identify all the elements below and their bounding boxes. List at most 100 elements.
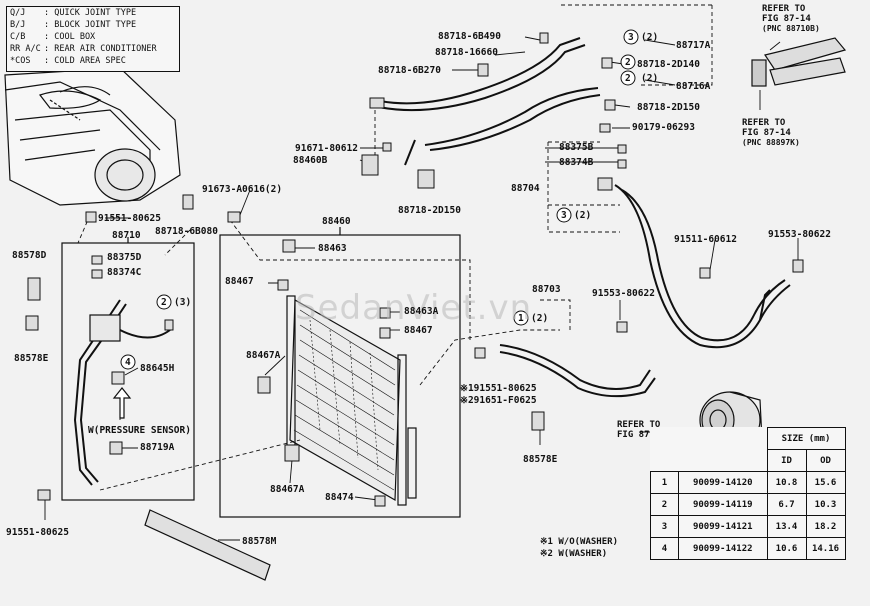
- refer-pnc: (PNC 88710B): [762, 24, 820, 33]
- part-label-88463a[interactable]: 88463A: [404, 306, 439, 317]
- part-label-88467-b[interactable]: 88467: [404, 325, 433, 336]
- row-part: 90099-14120: [678, 471, 768, 494]
- refer-note-2[interactable]: REFER TO FIG 87-14 (PNC 88897K): [742, 118, 800, 148]
- row-part: 90099-14122: [678, 537, 768, 560]
- watermark: SedanViet.vn: [295, 288, 533, 328]
- legend-key: B/J: [10, 20, 26, 30]
- part-label-91671-80612[interactable]: 91671-80612: [295, 143, 358, 154]
- part-label-88718-6b270[interactable]: 88718-6B270: [378, 65, 441, 76]
- legend-text: : QUICK JOINT TYPE: [44, 8, 137, 18]
- seal-88578m: [144, 509, 271, 581]
- part-label-88704[interactable]: 88704: [511, 183, 540, 194]
- part-label-88467-a[interactable]: 88467: [225, 276, 254, 287]
- part-label-88719a[interactable]: 88719A: [140, 442, 175, 453]
- cushion-88578d: [27, 277, 41, 301]
- qty-label: (2): [641, 32, 659, 43]
- refer-line: FIG 87-14: [742, 128, 791, 138]
- legend-text: : COOL BOX: [44, 32, 96, 42]
- part-label-91511-60612[interactable]: 91511-60612: [674, 234, 737, 245]
- table-row: 4 90099-14122 10.6 14.16: [650, 537, 846, 560]
- part-label-90179-06293[interactable]: 90179-06293: [632, 122, 695, 133]
- row-part: 90099-14119: [678, 493, 768, 516]
- circle-num-1-mid: 1: [518, 313, 524, 324]
- part-label-88467a-a[interactable]: 88467A: [246, 350, 281, 361]
- part-label-88718-6b490[interactable]: 88718-6B490: [438, 31, 501, 42]
- part-label-88718-16660[interactable]: 88718-16660: [435, 47, 498, 58]
- part-label-88375b[interactable]: 88375B: [559, 142, 594, 153]
- part-label-88578d[interactable]: 88578D: [12, 250, 47, 261]
- size-circle-3-mid: [556, 207, 572, 223]
- part-label-91673-a0616[interactable]: 91673-A0616(2): [202, 184, 283, 195]
- row-id: 10.6: [766, 537, 807, 560]
- part-label-88375d[interactable]: 88375D: [107, 252, 142, 263]
- small-parts: [25, 32, 804, 507]
- part-label-88578e-left[interactable]: 88578E: [14, 353, 49, 364]
- hose-size-table: SIZE (mm) ID OD 1 90099-14120 10.8 15.6 …: [650, 427, 846, 560]
- row-id: 10.8: [766, 471, 807, 494]
- row-od: 10.3: [805, 493, 846, 516]
- refer-pnc: (PNC 88897K): [742, 138, 800, 147]
- legend-key: RR A/C: [10, 44, 41, 54]
- part-label-88718-2d150-b[interactable]: 88718-2D150: [398, 205, 461, 216]
- row-part: 90099-14121: [678, 515, 768, 538]
- legend-text: : BLOCK JOINT TYPE: [44, 20, 137, 30]
- row-number: 3: [650, 515, 679, 538]
- abbreviation-legend: Q/J: QUICK JOINT TYPE B/J: BLOCK JOINT T…: [6, 6, 180, 72]
- pressure-sensor-label: W(PRESSURE SENSOR): [88, 425, 191, 436]
- table-row: 3 90099-14121 13.4 18.2: [650, 515, 846, 538]
- part-label-91551-80625-c[interactable]: ※191551-80625: [460, 383, 537, 394]
- size-circle-2-left: [156, 294, 172, 310]
- size-table-title: SIZE (mm): [766, 427, 846, 450]
- note-line: ※2 W(WASHER): [540, 549, 608, 559]
- part-label-88578m[interactable]: 88578M: [242, 536, 277, 547]
- refer-line: REFER TO: [617, 420, 661, 430]
- rear-ac-fittings: [751, 37, 847, 87]
- part-label-88474[interactable]: 88474: [325, 492, 354, 503]
- part-label-88460b[interactable]: 88460B: [293, 155, 328, 166]
- row-number: 2: [650, 493, 679, 516]
- vehicle-illustration: [4, 67, 181, 206]
- legend-key: *COS: [10, 56, 31, 66]
- size-col-id: ID: [766, 449, 807, 472]
- part-label-91651-f0625[interactable]: ※291651-F0625: [460, 395, 537, 406]
- size-circle-4-left: [120, 354, 136, 370]
- part-label-88463[interactable]: 88463: [318, 243, 347, 254]
- part-label-88374c[interactable]: 88374C: [107, 267, 142, 278]
- circle-num-3-top: 3: [628, 32, 634, 43]
- pipe-88710: [73, 299, 171, 486]
- refer-line: REFER TO: [762, 4, 806, 14]
- table-row: 1 90099-14120 10.8 15.6: [650, 471, 846, 494]
- part-label-88716a[interactable]: 88716A: [676, 81, 711, 92]
- part-label-88703[interactable]: 88703: [532, 284, 561, 295]
- refer-note-1[interactable]: REFER TO FIG 87-14 (PNC 88710B): [762, 4, 820, 34]
- size-circle-2-a: [620, 70, 636, 86]
- part-label-88467a-b[interactable]: 88467A: [270, 484, 305, 495]
- refer-line: FIG 87-19: [617, 430, 666, 440]
- part-label-91553-80622-a[interactable]: 91553-80622: [768, 229, 831, 240]
- part-label-88374b[interactable]: 88374B: [559, 157, 594, 168]
- part-label-91553-80622-b[interactable]: 91553-80622: [592, 288, 655, 299]
- circle-num-3-mid: 3: [561, 210, 567, 221]
- row-od: 18.2: [805, 515, 846, 538]
- part-label-88718-2d150[interactable]: 88718-2D150: [637, 102, 700, 113]
- part-label-88718-6b080[interactable]: 88718-6B080: [155, 226, 218, 237]
- part-label-91551-80625-b[interactable]: 91551-80625: [6, 527, 69, 538]
- refer-note-3[interactable]: REFER TO FIG 87-19: [617, 420, 666, 440]
- part-label-88718-2d140[interactable]: 88718-2D140: [637, 59, 700, 70]
- part-label-91551-80625-a[interactable]: 91551-80625: [98, 213, 161, 224]
- qty-label: (2): [574, 210, 592, 221]
- part-label-88710[interactable]: 88710: [112, 230, 141, 241]
- row-od: 15.6: [805, 471, 846, 494]
- part-label-88645h[interactable]: 88645H: [140, 363, 175, 374]
- circle-num-4-left: 4: [125, 357, 131, 368]
- part-label-88578e-right[interactable]: 88578E: [523, 454, 558, 465]
- legend-text: : COLD AREA SPEC: [44, 56, 126, 66]
- part-label-88717a[interactable]: 88717A: [676, 40, 711, 51]
- size-circle-3-top: [623, 29, 639, 45]
- circle-num-2-a: 2: [625, 73, 631, 84]
- washer-notes: ※1 W/O(WASHER) ※2 W(WASHER): [540, 536, 618, 560]
- refer-line: REFER TO: [742, 118, 786, 128]
- table-row: 2 90099-14119 6.7 10.3: [650, 493, 846, 516]
- part-label-88460[interactable]: 88460: [322, 216, 351, 227]
- legend-key: C/B: [10, 32, 26, 42]
